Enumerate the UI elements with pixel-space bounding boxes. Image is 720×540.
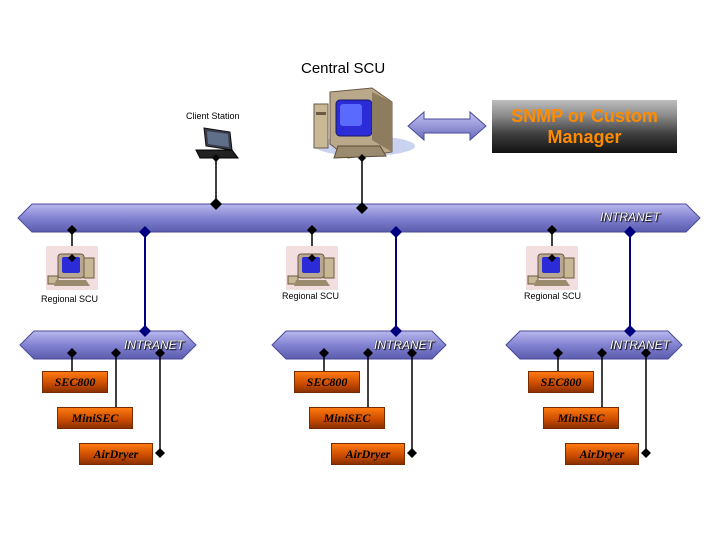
device-minisec-box: MiniSEC (309, 407, 385, 429)
device-connector (363, 348, 373, 358)
regional-scu-computer-icon (286, 246, 338, 290)
uplink-connector (139, 325, 151, 337)
central-scu-computer-icon (313, 87, 415, 159)
device-minisec-box: MiniSEC (543, 407, 619, 429)
client-station-laptop-icon (195, 127, 239, 159)
device-connector (553, 348, 563, 358)
regional-scu-connector (548, 254, 556, 262)
device-connector (155, 348, 165, 358)
device-minisec-box: MiniSEC (57, 407, 133, 429)
uplink-connector (390, 226, 402, 238)
device-connector (641, 348, 651, 358)
regional-scu-connector (547, 225, 557, 235)
regional-intranet-bus (19, 330, 197, 360)
uplink-connector (139, 226, 151, 238)
device-connector (111, 348, 121, 358)
device-connector (67, 348, 77, 358)
uplink-connector (624, 325, 636, 337)
main-intranet-bus (17, 203, 701, 233)
uplink-connector (390, 325, 402, 337)
regional-bus-label: INTRANET (374, 338, 434, 352)
manager-label: SNMP or Custom Manager (511, 105, 658, 147)
client-station-label: Client Station (186, 111, 240, 121)
regional-scu-connector (307, 225, 317, 235)
device-sec800-box: SEC800 (528, 371, 594, 393)
device-airdryer-box: AirDryer (565, 443, 639, 465)
regional-scu-connector (68, 254, 76, 262)
device-connector (407, 348, 417, 358)
regional-intranet-bus (505, 330, 683, 360)
uplink-connector (624, 226, 636, 238)
device-airdryer-box: AirDryer (331, 443, 405, 465)
regional-scu-label: Regional SCU (41, 294, 99, 304)
regional-scu-connector (308, 254, 316, 262)
page-title: Central SCU (301, 60, 386, 77)
device-sec800-box: SEC800 (294, 371, 360, 393)
manager-link-arrow (407, 110, 487, 142)
regional-scu-label: Regional SCU (524, 291, 582, 301)
regional-intranet-bus (271, 330, 447, 360)
device-connector (155, 448, 165, 458)
device-connector (407, 448, 417, 458)
device-airdryer-box: AirDryer (79, 443, 153, 465)
regional-scu-connector (67, 225, 77, 235)
device-sec800-box: SEC800 (42, 371, 108, 393)
manager-box: SNMP or Custom Manager (492, 100, 677, 153)
regional-scu-computer-icon (46, 246, 98, 290)
device-connector (641, 448, 651, 458)
regional-bus-label: INTRANET (124, 338, 184, 352)
regional-bus-label: INTRANET (610, 338, 670, 352)
main-bus-label: INTRANET (600, 210, 660, 224)
device-connector (319, 348, 329, 358)
regional-scu-label: Regional SCU (282, 291, 340, 301)
device-connector (597, 348, 607, 358)
regional-scu-computer-icon (526, 246, 578, 290)
